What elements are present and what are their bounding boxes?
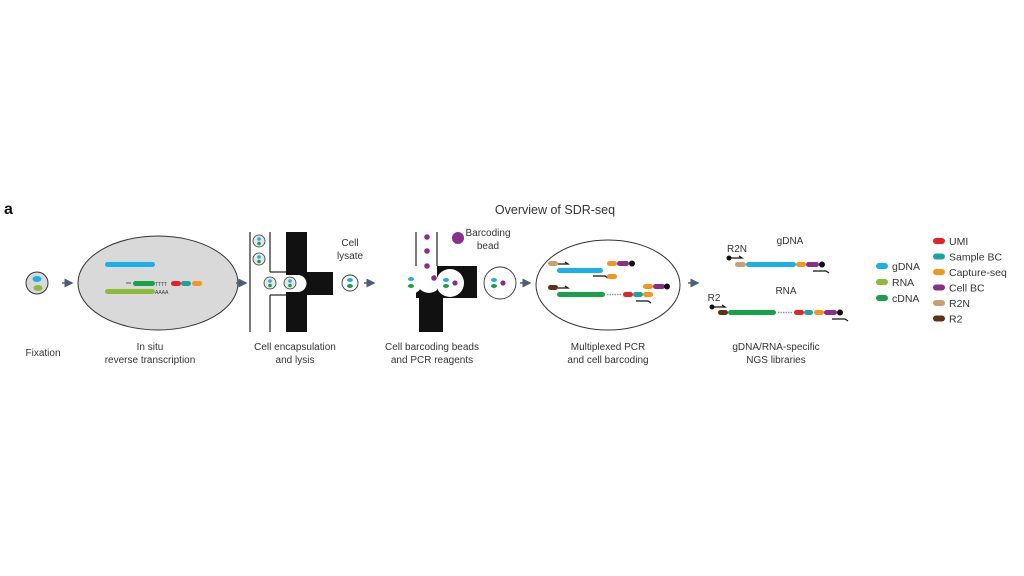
legend-label: Sample BC: [949, 252, 1003, 264]
library-rna-label: RNA: [775, 286, 796, 297]
legend-label: R2N: [949, 298, 970, 310]
step-label: In situ: [137, 342, 164, 353]
library-gdna-label: gDNA: [777, 236, 804, 247]
gdna-library-construct: [726, 255, 830, 274]
legend-swatch: [933, 284, 945, 291]
microfluidic-bead-merging: [388, 232, 517, 332]
cell-lysate-label-1: Cell: [341, 238, 358, 249]
step-label: and cell barcoding: [567, 355, 648, 366]
legend-label: R2: [949, 314, 963, 326]
step-labels: Fixation In situ reverse transcription C…: [25, 342, 819, 366]
diagram-title: Overview of SDR-seq: [495, 203, 615, 217]
panel-label: a: [4, 201, 13, 218]
microfluidic-encapsulation: [249, 232, 359, 332]
step-label: Fixation: [25, 348, 60, 359]
barcoding-bead-label-1: Barcoding: [465, 228, 510, 239]
legend-swatch: [876, 279, 888, 285]
legend-swatch: [876, 295, 888, 301]
step-label: NGS libraries: [746, 355, 805, 366]
legend-label: cDNA: [892, 293, 919, 305]
legend-swatch: [933, 300, 945, 306]
step-label: Cell barcoding beads: [385, 342, 479, 353]
fixed-cell: [25, 271, 49, 295]
legend-swatch: [933, 269, 945, 275]
cell-lysate-label-2: lysate: [337, 251, 364, 262]
step-label: Multiplexed PCR: [571, 342, 645, 353]
in-situ-rt-cell: TTTT AAAA: [77, 235, 239, 331]
legend-label: Capture-seq: [949, 267, 1007, 279]
legend-swatch: [933, 238, 945, 244]
pcr-droplet: [535, 239, 681, 331]
legend-swatch: [933, 315, 945, 322]
legend-label: gDNA: [892, 261, 920, 273]
polya-label: AAAA: [155, 290, 169, 296]
legend-molecules: gDNA RNA cDNA: [876, 261, 920, 305]
legend-swatch: [876, 263, 888, 269]
polyt-label: TTTT: [155, 282, 167, 288]
legend-label: Cell BC: [949, 283, 985, 295]
barcoding-bead-label-2: bead: [477, 241, 499, 252]
legend-swatch: [933, 253, 945, 260]
barcoding-bead-icon: [452, 232, 464, 244]
r2-label: R2: [708, 293, 721, 304]
r2n-label: R2N: [727, 244, 747, 255]
legend-label: UMI: [949, 236, 968, 248]
step-label: and PCR reagents: [391, 355, 473, 366]
step-label: gDNA/RNA-specific: [732, 342, 819, 353]
step-label: Cell encapsulation: [254, 342, 336, 353]
rna-library-construct: [709, 304, 849, 322]
step-label: and lysis: [276, 355, 315, 366]
step-label: reverse transcription: [105, 355, 196, 366]
legend-label: RNA: [892, 277, 914, 289]
